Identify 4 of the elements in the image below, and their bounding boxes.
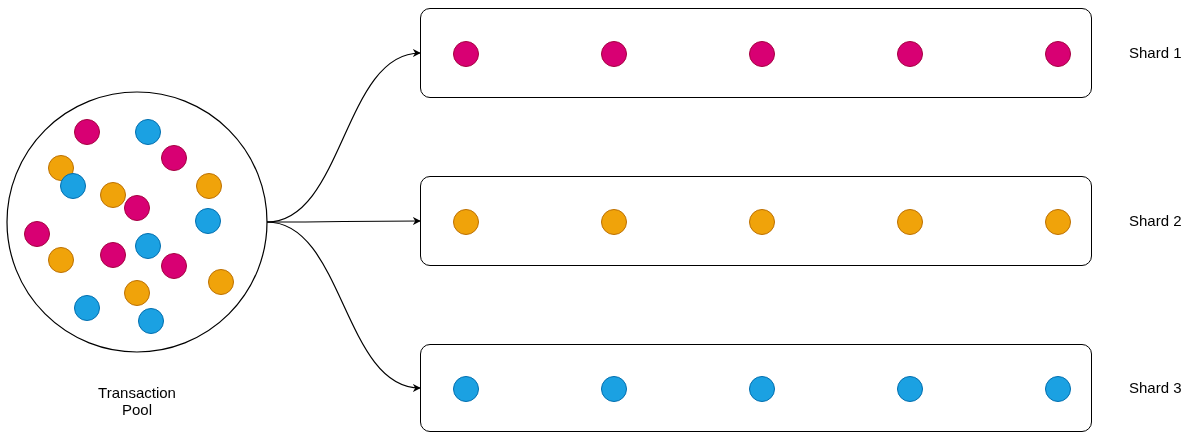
pool-label: Transaction Pool — [97, 384, 177, 418]
shard-label: Shard 1 — [1129, 44, 1182, 61]
shard-label: Shard 2 — [1129, 212, 1182, 229]
shard-label: Shard 3 — [1129, 379, 1182, 396]
